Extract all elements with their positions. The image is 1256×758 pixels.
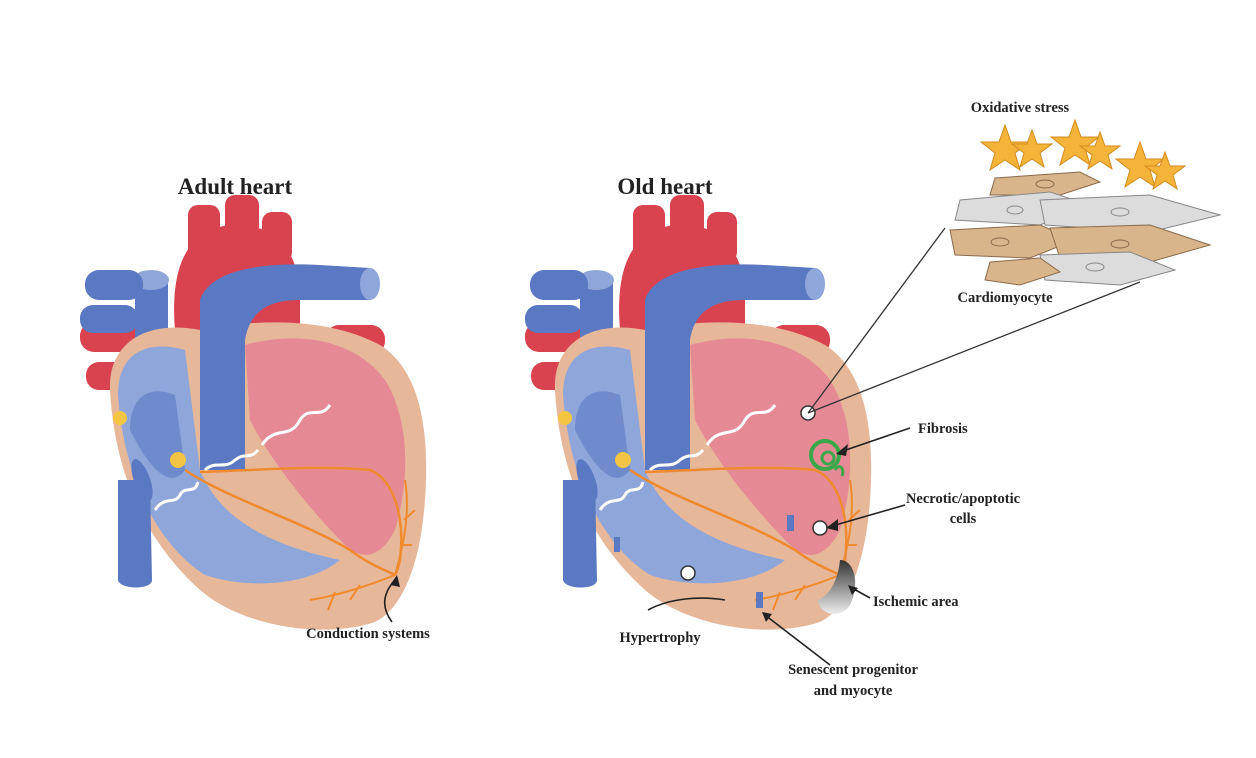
callout-arrows	[383, 427, 911, 666]
old-heart-illustration	[523, 193, 873, 632]
senescent-cell-marker	[614, 537, 620, 552]
senescent-cell-marker	[787, 515, 794, 531]
hypertrophy-label: Hypertrophy	[619, 630, 701, 646]
arrowheads	[390, 444, 858, 622]
old-heart-title: Old heart	[617, 174, 713, 199]
zoom-line	[807, 281, 1141, 414]
adult-heart-illustration	[78, 193, 428, 632]
necrotic-label-line2: cells	[950, 511, 977, 527]
cardiomyocyte-label: Cardiomyocyte	[957, 290, 1053, 306]
ischemic-area-label: Ischemic area	[873, 594, 959, 610]
cell-necrotic	[812, 520, 828, 536]
senescent-label-line1: Senescent progenitor	[788, 662, 918, 678]
ischemic-area	[818, 560, 856, 615]
senescent-label-line2: and myocyte	[814, 683, 893, 699]
fibrosis-label: Fibrosis	[918, 421, 968, 437]
cell-lower	[680, 565, 696, 581]
oxidative-stress-label: Oxidative stress	[971, 100, 1070, 116]
senescent-cell-marker	[756, 592, 763, 608]
conduction-systems-label: Conduction systems	[306, 626, 430, 642]
zoom-line	[807, 227, 946, 414]
adult-heart-title: Adult heart	[178, 174, 293, 199]
necrotic-label-line1: Necrotic/apoptotic	[906, 491, 1021, 507]
oxidative-stress-stars	[979, 118, 1187, 191]
fibrosis-marker	[809, 439, 845, 477]
cardiomyocyte-tissue	[949, 171, 1222, 286]
